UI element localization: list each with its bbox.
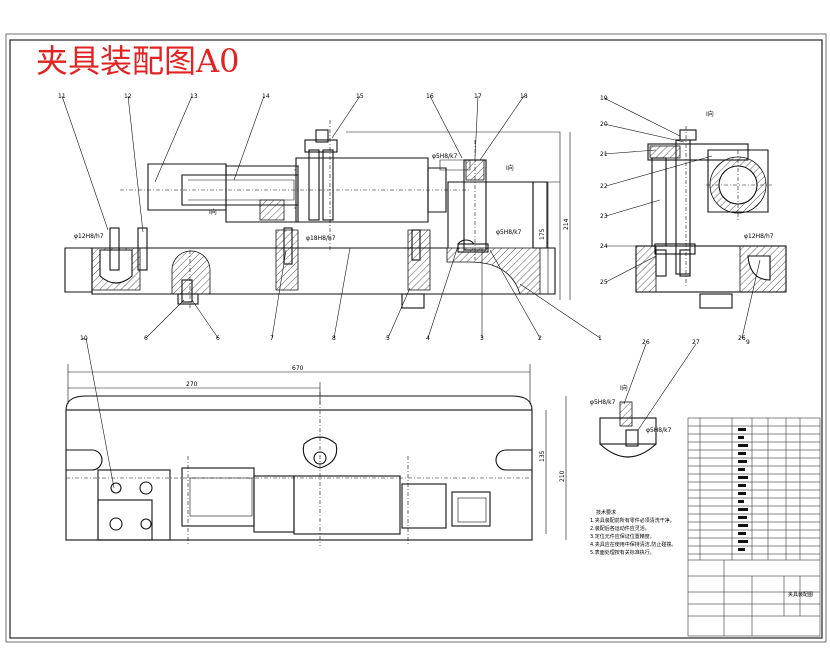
drawing-title: 夹具装配图A0	[36, 42, 239, 80]
balloon-b9: 1	[598, 335, 602, 342]
fit-label-2: φ18H8/h7	[306, 235, 336, 242]
balloons-bottom: 6 6 7 8 5 4 3 2 1	[144, 245, 602, 342]
notes-heading: 技术要求	[596, 509, 616, 516]
balloon-15: 15	[356, 93, 364, 100]
drawing-outer-frame	[5, 33, 827, 643]
balloon-b7: 3	[480, 335, 484, 342]
balloon-10: 10	[80, 335, 88, 342]
balloon-b4: 8	[332, 335, 336, 342]
view-label-4: I向	[620, 384, 628, 392]
dim-side-height: 210	[559, 470, 566, 482]
balloon-25: 25	[600, 279, 608, 286]
balloon-12: 12	[124, 93, 132, 100]
notes-line-2: 2.装配后各运动件应灵活。	[590, 525, 650, 532]
notes-line-4: 4.夹具应在使用中保持清洁,防止碰撞。	[590, 541, 676, 548]
side-view: I向 φ12H8/h7	[635, 110, 787, 309]
balloon-23: 23	[600, 213, 608, 220]
view-label-2: I向	[506, 164, 514, 172]
dim-partial-length: 270	[186, 381, 198, 388]
balloon-14: 14	[262, 93, 270, 100]
balloon-b3: 7	[270, 335, 274, 342]
fit-label-6: φ5H8/k7	[590, 399, 616, 406]
balloon-b8: 2	[538, 335, 542, 342]
fit-label-4: φ5H8/k7	[496, 229, 522, 236]
balloon-22: 22	[600, 183, 608, 190]
fit-label-3: φ5H8/k7	[432, 153, 458, 160]
dim-height-small: 175	[539, 228, 546, 240]
title-block: 夹具装配图	[687, 417, 821, 637]
balloon-b5: 5	[386, 335, 390, 342]
drawing-frame	[9, 39, 823, 639]
dim-height-large: 214	[563, 218, 570, 230]
balloon-d1: 26	[642, 339, 650, 346]
balloon-9: 9	[746, 339, 750, 346]
balloon-18: 18	[520, 93, 528, 100]
dim-overall-length: 670	[292, 365, 304, 372]
notes-line-1: 1.夹具装配前所有零件必须清洗干净。	[590, 517, 675, 524]
balloon-16: 16	[426, 93, 434, 100]
notes-line-3: 3.定位元件应保证位置精度。	[590, 533, 655, 540]
balloon-13: 13	[190, 93, 198, 100]
top-view: 670 270 135 210 10 9	[65, 335, 750, 546]
balloon-19: 19	[600, 95, 608, 102]
balloons-side: 19 20 21 22 23 24 25 26	[600, 95, 761, 342]
fit-label-7: φ5H8/k7	[646, 427, 672, 434]
balloon-b2: 6	[216, 335, 220, 342]
detail-view: 26 27 I向 φ5H8/k7 φ5H8/k7	[590, 339, 700, 458]
balloon-d2: 27	[692, 339, 700, 346]
notes-line-5: 5.表面处理按有关标准执行。	[590, 549, 655, 556]
dim-width: 135	[539, 450, 546, 462]
balloon-b1: 6	[144, 335, 148, 342]
balloon-17: 17	[474, 93, 482, 100]
front-view: 175 214 φ12H8/h7 φ18H8/h7 φ5H8/k7 φ5H8/k…	[64, 120, 571, 310]
balloon-11: 11	[58, 93, 66, 100]
view-label-1: I向	[209, 208, 217, 216]
technical-notes: 技术要求 1.夹具装配前所有零件必须清洗干净。 2.装配后各运动件应灵活。 3.…	[590, 509, 676, 556]
balloons-top: 11 12 13 14 15 16 17 18	[58, 93, 528, 233]
fit-label-1: φ12H8/h7	[74, 233, 104, 240]
balloon-26: 26	[738, 335, 746, 342]
balloon-20: 20	[600, 121, 608, 128]
view-label-3: I向	[706, 110, 714, 118]
title-block-title: 夹具装配图	[788, 591, 813, 598]
balloon-21: 21	[600, 151, 608, 158]
balloon-b6: 4	[426, 335, 430, 342]
balloon-24: 24	[600, 243, 608, 250]
fit-label-5: φ12H8/h7	[744, 233, 774, 240]
